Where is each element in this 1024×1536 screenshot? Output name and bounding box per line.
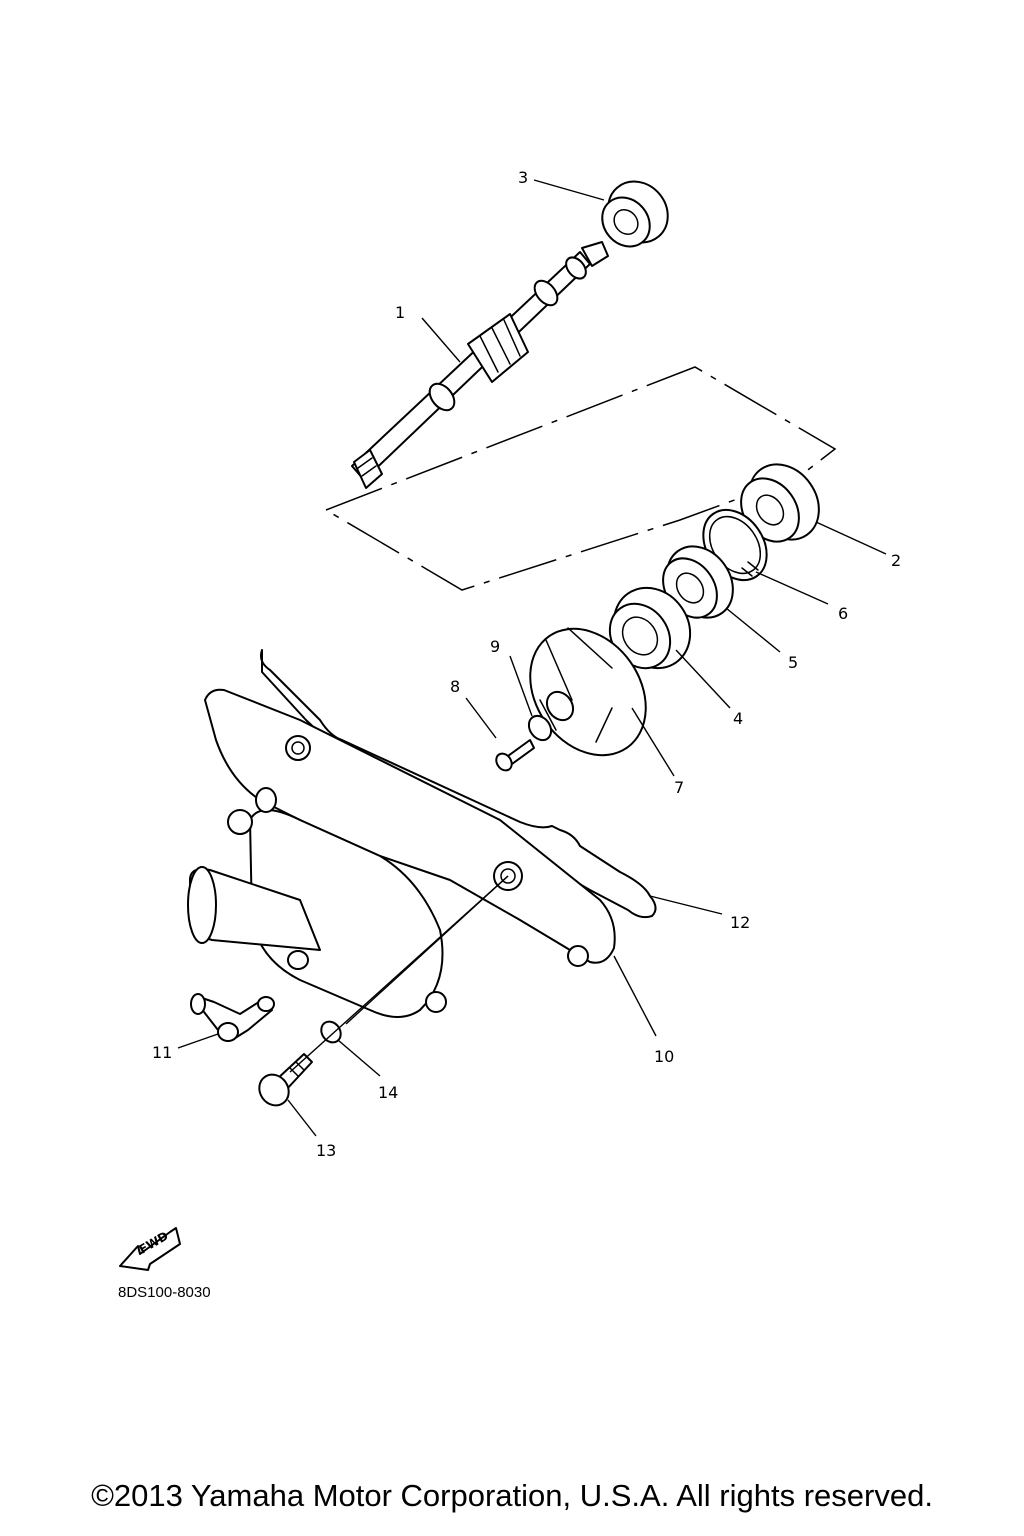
- callout-8: 8: [450, 677, 460, 696]
- impeller-shaft-part-1: [351, 241, 609, 489]
- callout-14: 14: [378, 1083, 398, 1102]
- gasket-part-12: [260, 649, 657, 919]
- forward-arrow-icon: FWD: [119, 1227, 181, 1271]
- callout-3: 3: [518, 168, 528, 187]
- copyright-notice: ©2013 Yamaha Motor Corporation, U.S.A. A…: [91, 1478, 933, 1513]
- leader-lines: [177, 179, 887, 1137]
- callout-1: 1: [395, 303, 405, 322]
- pump-housing-part-10: [187, 688, 616, 1018]
- callout-7: 7: [674, 778, 684, 797]
- callout-12: 12: [730, 913, 750, 932]
- washer-part-9: [527, 714, 553, 742]
- mechanical-seal-part-4: [608, 586, 692, 670]
- callout-4: 4: [733, 709, 743, 728]
- callout-9: 9: [490, 637, 500, 656]
- callout-13: 13: [316, 1141, 336, 1160]
- oil-seal-part-5: [662, 545, 734, 619]
- callout-2: 2: [891, 551, 901, 570]
- washer-part-14: [320, 1020, 342, 1044]
- callout-10: 10: [654, 1047, 674, 1066]
- callout-11: 11: [152, 1043, 172, 1062]
- callout-5: 5: [788, 653, 798, 672]
- bearing-part-3: [601, 180, 669, 248]
- hose-fitting-part-11: [190, 993, 275, 1042]
- callout-6: 6: [838, 604, 848, 623]
- diagram-code: 8DS100-8030: [118, 1284, 211, 1301]
- bolt-part-13: [258, 1053, 313, 1107]
- bolt-part-8: [495, 739, 535, 772]
